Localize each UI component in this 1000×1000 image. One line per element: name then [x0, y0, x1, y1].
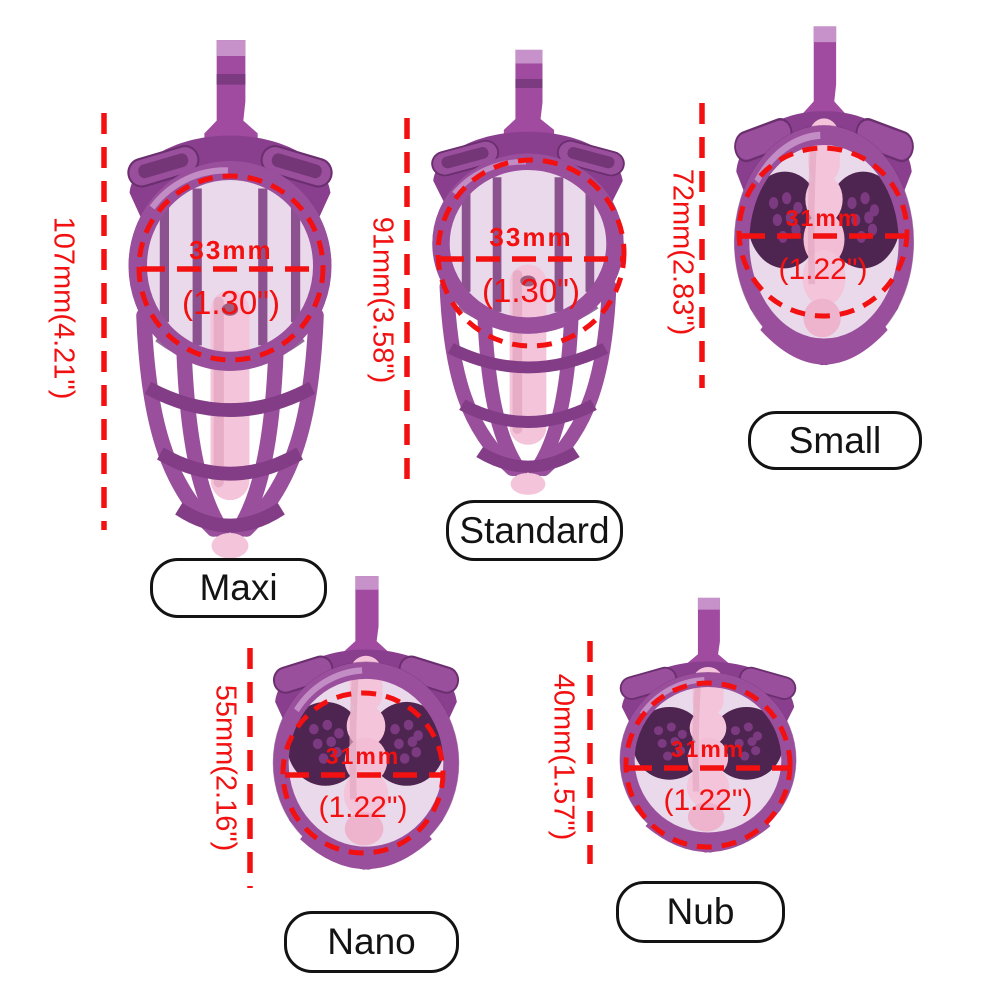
size-label-nano-text: Nano	[327, 921, 416, 962]
measurements-maxi: 107mm(4.21") 33mm (1.30")	[47, 113, 326, 530]
measurements-nano: 55mm(2.16") 31mm (1.22")	[209, 648, 446, 888]
size-label-nano: Nano	[284, 911, 459, 973]
size-label-nub: Nub	[616, 881, 785, 943]
standard-diameter-mm-label: 33mm	[489, 222, 572, 252]
size-label-small: Small	[748, 411, 922, 470]
size-label-maxi: Maxi	[150, 558, 327, 618]
size-label-standard-text: Standard	[459, 509, 610, 551]
nub-length-label: 40mm(1.57")	[547, 674, 579, 841]
standard-length-label: 91mm(3.58")	[366, 217, 398, 384]
maxi-length-label: 107mm(4.21")	[47, 217, 79, 400]
nano-diameter-inch-label: (1.22")	[318, 791, 407, 824]
standard-diameter-circle	[435, 157, 627, 349]
small-length-label: 72mm(2.83")	[666, 169, 698, 336]
maxi-diameter-mm-label: 33mm	[189, 235, 272, 265]
size-label-standard: Standard	[446, 500, 623, 561]
nano-diameter-circle	[280, 690, 446, 856]
nub-diameter-mm-label: 31mm	[671, 736, 745, 762]
small-diameter-circle	[736, 145, 910, 319]
nub-diameter-circle	[623, 680, 793, 850]
maxi-diameter-circle	[136, 173, 326, 363]
small-diameter-inch-label: (1.22")	[778, 253, 867, 286]
size-label-small-text: Small	[788, 419, 882, 461]
measurements-nub: 40mm(1.57") 31mm (1.22")	[547, 641, 793, 864]
nub-diameter-inch-label: (1.22")	[663, 784, 752, 817]
nano-length-label: 55mm(2.16")	[209, 685, 241, 852]
measurements-small: 72mm(2.83") 31mm (1.22")	[666, 103, 910, 388]
maxi-diameter-inch-label: (1.30")	[182, 284, 280, 321]
size-label-nub-text: Nub	[666, 891, 735, 932]
standard-diameter-inch-label: (1.30")	[482, 272, 580, 309]
measurements-standard: 91mm(3.58") 33mm (1.30")	[366, 118, 627, 480]
small-diameter-mm-label: 31mm	[786, 205, 860, 231]
size-label-maxi-text: Maxi	[199, 567, 278, 608]
nano-diameter-mm-label: 31mm	[326, 743, 400, 769]
